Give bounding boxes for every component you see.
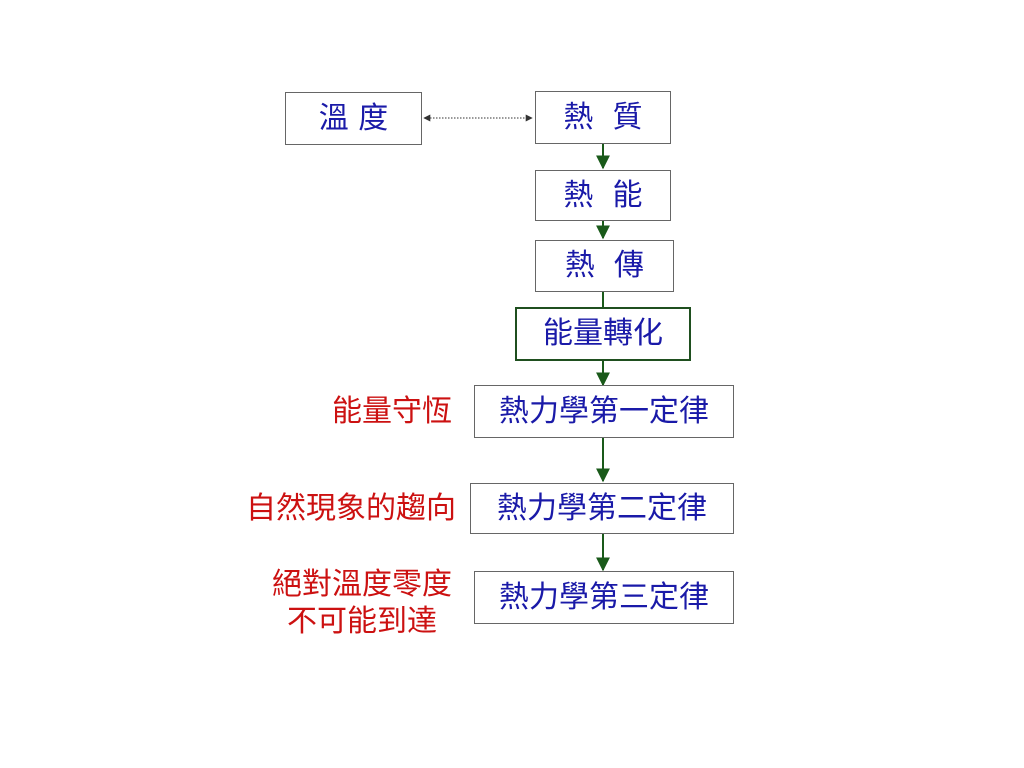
box-third-law-text: 熱力學第三定律 (499, 579, 709, 615)
box-heat-energy-text: 熱 能 (563, 177, 643, 213)
box-heat-substance-text: 熱 質 (563, 99, 643, 135)
box-heat-transfer: 熱 傳 (535, 240, 674, 292)
box-energy-conversion-text: 能量轉化 (543, 316, 663, 351)
box-second-law-text: 熱力學第二定律 (497, 490, 707, 526)
box-second-law: 熱力學第二定律 (470, 483, 734, 534)
box-temperature-text: 溫 度 (318, 100, 389, 136)
box-energy-conversion: 能量轉化 (515, 307, 691, 361)
box-first-law-text: 熱力學第一定律 (499, 393, 709, 429)
box-first-law: 熱力學第一定律 (474, 385, 734, 438)
box-third-law: 熱力學第三定律 (474, 571, 734, 624)
box-heat-transfer-text: 熱 傳 (564, 248, 645, 283)
label-absolute-zero-line2: 不可能到達 (287, 604, 437, 639)
box-temperature: 溫 度 (285, 92, 422, 145)
label-absolute-zero: 絕對溫度零度 不可能到達 (272, 566, 452, 640)
box-heat-energy: 熱 能 (535, 170, 671, 221)
box-heat-substance: 熱 質 (535, 91, 671, 144)
label-energy-conservation: 能量守恆 (332, 394, 452, 429)
label-absolute-zero-line1: 絕對溫度零度 (272, 567, 452, 602)
label-natural-tendency: 自然現象的趨向 (246, 491, 456, 526)
